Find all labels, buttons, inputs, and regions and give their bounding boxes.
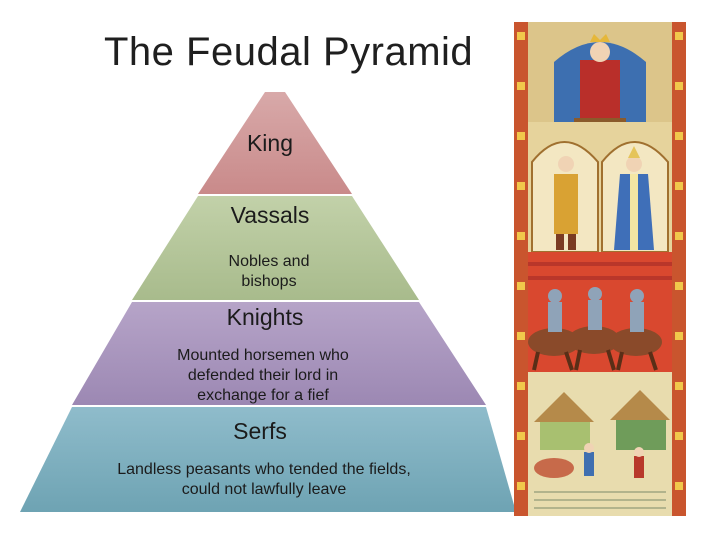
- level-name-serfs: Serfs: [233, 418, 287, 444]
- pyramid-tier-king: [198, 92, 352, 194]
- level-name-king: King: [246, 130, 294, 156]
- pyramid-tier-knights: [72, 302, 486, 405]
- level-name-knights: Knights: [226, 304, 304, 330]
- pyramid-tier-serfs: [20, 407, 516, 512]
- level-desc-serfs: Landless peasants who tended the fields,…: [117, 461, 411, 498]
- pyramid-tier-vassals: [132, 196, 419, 300]
- page-title: The Feudal Pyramid: [104, 30, 474, 74]
- medieval-manuscript-illustration: [514, 22, 686, 516]
- level-name-vassals: Vassals: [230, 202, 310, 228]
- level-desc-knights: Mounted horsemen who defended their lord…: [177, 347, 349, 404]
- level-desc-vassals: Nobles and bishops: [228, 253, 310, 290]
